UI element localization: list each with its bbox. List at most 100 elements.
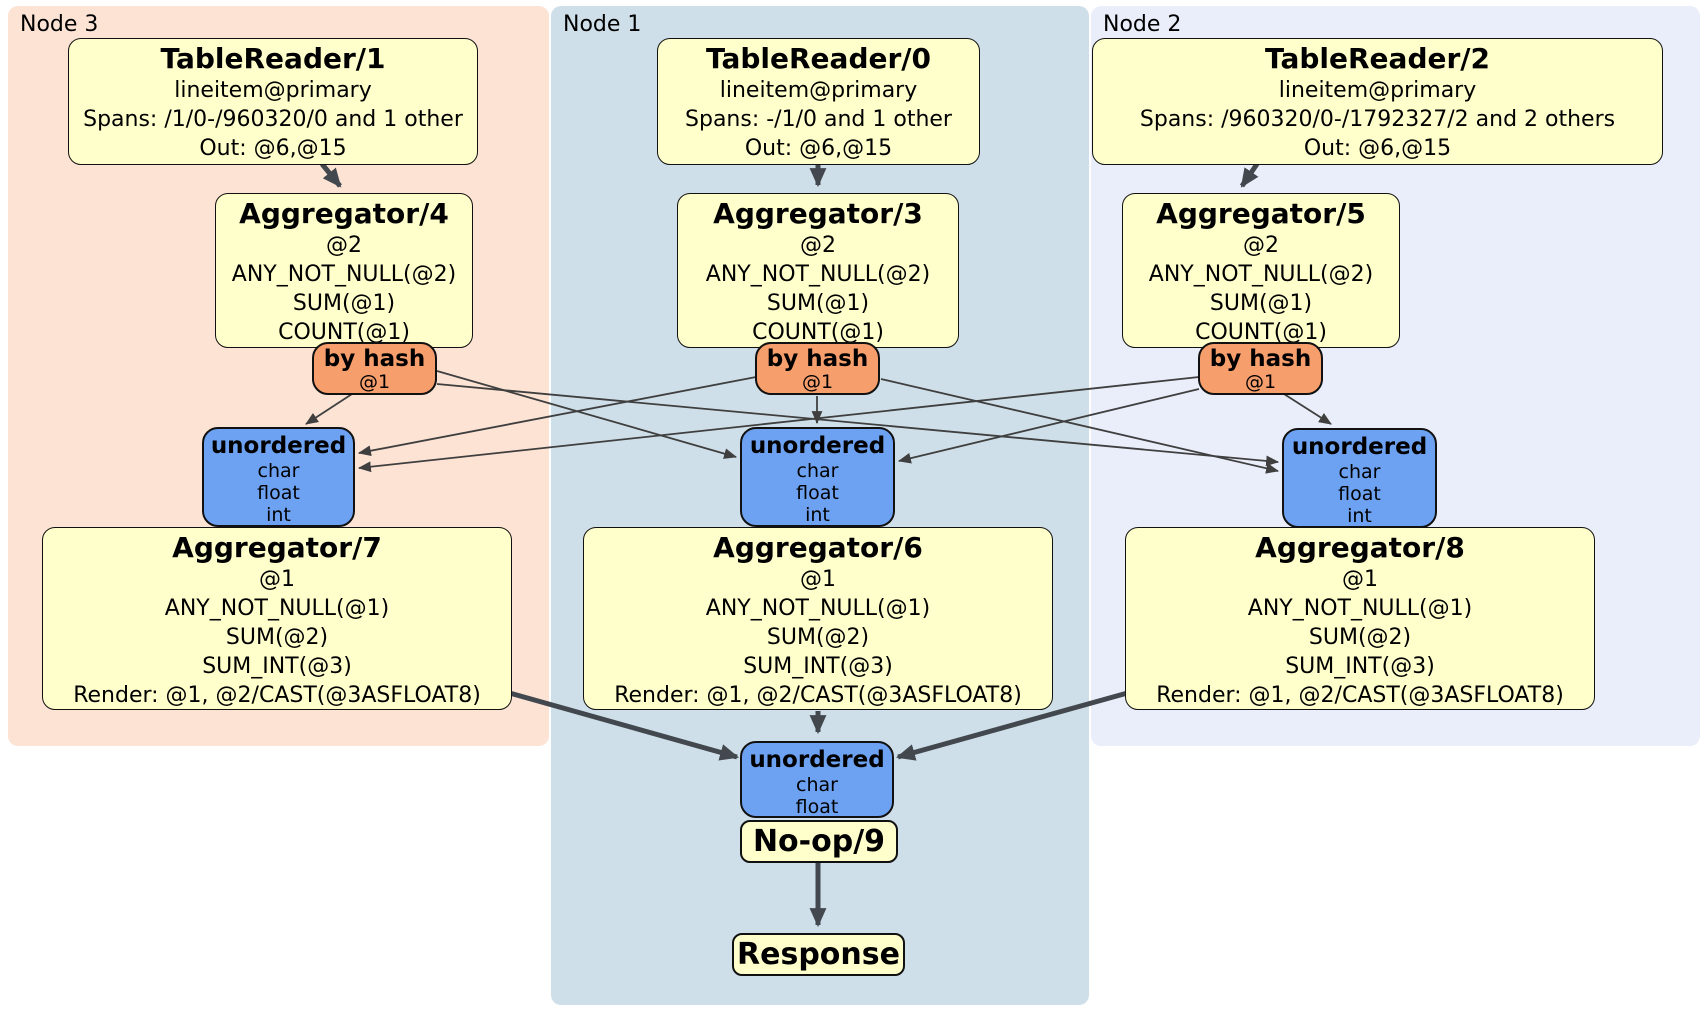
edge-thin	[897, 388, 1200, 464]
box-line: SUM(@1)	[1209, 291, 1313, 316]
aggregator-box: Aggregator/3 @2 ANY_NOT_NULL(@2) SUM(@1)…	[677, 193, 959, 348]
router-key: @1	[801, 371, 834, 393]
aggregator-box: Aggregator/7 @1 ANY_NOT_NULL(@1) SUM(@2)…	[42, 527, 512, 710]
box-line: COUNT(@1)	[752, 320, 884, 345]
table-reader-box: TableReader/1 lineitem@primary Spans: /1…	[68, 38, 478, 165]
box-line: SUM_INT(@3)	[202, 654, 352, 679]
box-line: @2	[1243, 233, 1279, 258]
router-key: @1	[1244, 371, 1277, 393]
sync-column: char	[1338, 461, 1381, 483]
sync-label: unordered	[749, 747, 885, 773]
box-line: ANY_NOT_NULL(@2)	[231, 262, 457, 287]
sync-column: float	[1338, 483, 1381, 505]
box-title: Aggregator/7	[172, 531, 382, 564]
sync-label: unordered	[749, 433, 886, 459]
box-line: @2	[326, 233, 362, 258]
box-line: Spans: /960320/0-/1792327/2 and 2 others	[1139, 107, 1616, 132]
box-title: No-op/9	[752, 824, 886, 859]
box-line: Render: @1, @2/CAST(@3ASFLOAT8)	[614, 683, 1022, 708]
box-line: Render: @1, @2/CAST(@3ASFLOAT8)	[1156, 683, 1564, 708]
router-label: by hash	[766, 346, 869, 372]
sync-label: unordered	[210, 433, 347, 459]
box-line: @1	[1342, 567, 1378, 592]
box-line: @1	[800, 567, 836, 592]
hash-router: by hash @1	[1198, 342, 1323, 395]
sync-column: char	[796, 460, 839, 482]
box-line: SUM_INT(@3)	[1285, 654, 1435, 679]
sync-label: unordered	[1291, 434, 1428, 460]
box-title: Response	[737, 937, 900, 972]
box-title: TableReader/1	[160, 42, 386, 75]
sync-column: char	[796, 774, 838, 796]
unordered-synchronizer: unordered char float int	[1282, 428, 1437, 528]
box-line: SUM(@1)	[292, 291, 396, 316]
edge-thick	[1239, 162, 1260, 188]
sync-column: int	[266, 504, 291, 526]
box-title: Aggregator/8	[1255, 531, 1465, 564]
edge-thin	[436, 383, 1280, 467]
box-line: lineitem@primary	[174, 78, 372, 103]
box-line: SUM(@2)	[766, 625, 870, 650]
box-line: COUNT(@1)	[278, 320, 410, 345]
response-box: Response	[732, 933, 905, 976]
router-label: by hash	[1209, 346, 1312, 372]
unordered-synchronizer: unordered char float int	[740, 427, 895, 527]
sync-column: int	[805, 504, 830, 526]
table-reader-box: TableReader/2 lineitem@primary Spans: /9…	[1092, 38, 1663, 165]
router-label: by hash	[323, 346, 426, 372]
unordered-synchronizer: unordered char float int	[202, 427, 355, 527]
aggregator-box: Aggregator/5 @2 ANY_NOT_NULL(@2) SUM(@1)…	[1122, 193, 1400, 348]
edge-thin	[305, 393, 353, 425]
node3-label: Node 3	[20, 12, 99, 37]
box-line: ANY_NOT_NULL(@2)	[705, 262, 931, 287]
box-title: Aggregator/6	[713, 531, 923, 564]
edge-thin	[436, 370, 738, 459]
box-line: ANY_NOT_NULL(@1)	[705, 596, 931, 621]
noop-box: No-op/9	[740, 820, 898, 863]
box-line: SUM(@1)	[766, 291, 870, 316]
box-title: Aggregator/4	[239, 197, 449, 230]
box-line: Out: @6,@15	[199, 136, 347, 161]
aggregator-box: Aggregator/4 @2 ANY_NOT_NULL(@2) SUM(@1)…	[215, 193, 473, 348]
hash-router: by hash @1	[312, 342, 437, 395]
sync-column: float	[257, 482, 300, 504]
box-line: SUM(@2)	[225, 625, 329, 650]
box-line: Render: @1, @2/CAST(@3ASFLOAT8)	[73, 683, 481, 708]
edge-thin	[1283, 393, 1332, 425]
table-reader-box: TableReader/0 lineitem@primary Spans: -/…	[657, 38, 980, 165]
edge-thick	[320, 162, 342, 188]
box-line: @2	[800, 233, 836, 258]
sync-column: float	[795, 796, 839, 818]
box-line: SUM_INT(@3)	[743, 654, 893, 679]
box-line: ANY_NOT_NULL(@1)	[164, 596, 390, 621]
box-line: @1	[259, 567, 295, 592]
box-line: COUNT(@1)	[1195, 320, 1327, 345]
aggregator-box: Aggregator/8 @1 ANY_NOT_NULL(@1) SUM(@2)…	[1125, 527, 1595, 710]
sync-column: int	[1347, 505, 1372, 527]
router-key: @1	[358, 371, 391, 393]
unordered-synchronizer: unordered char float	[740, 741, 894, 818]
node1-label: Node 1	[563, 12, 642, 37]
box-line: Spans: -/1/0 and 1 other	[685, 107, 952, 132]
box-line: ANY_NOT_NULL(@1)	[1247, 596, 1473, 621]
box-line: lineitem@primary	[719, 78, 918, 103]
edge-thin	[357, 376, 1200, 473]
box-title: Aggregator/3	[713, 197, 923, 230]
sync-column: char	[257, 460, 300, 482]
box-line: ANY_NOT_NULL(@2)	[1148, 262, 1374, 287]
box-title: TableReader/2	[1264, 42, 1490, 75]
box-line: SUM(@2)	[1308, 625, 1412, 650]
box-line: Out: @6,@15	[1303, 136, 1452, 161]
box-title: Aggregator/5	[1156, 197, 1366, 230]
hash-router: by hash @1	[755, 342, 880, 395]
box-title: TableReader/0	[705, 42, 931, 75]
sync-column: float	[796, 482, 839, 504]
edge-thin	[880, 378, 1280, 474]
box-line: Out: @6,@15	[744, 136, 893, 161]
box-line: Spans: /1/0-/960320/0 and 1 other	[83, 107, 463, 132]
edge-thin	[357, 376, 757, 457]
edge-thick	[895, 689, 1132, 761]
box-line: lineitem@primary	[1278, 78, 1477, 103]
